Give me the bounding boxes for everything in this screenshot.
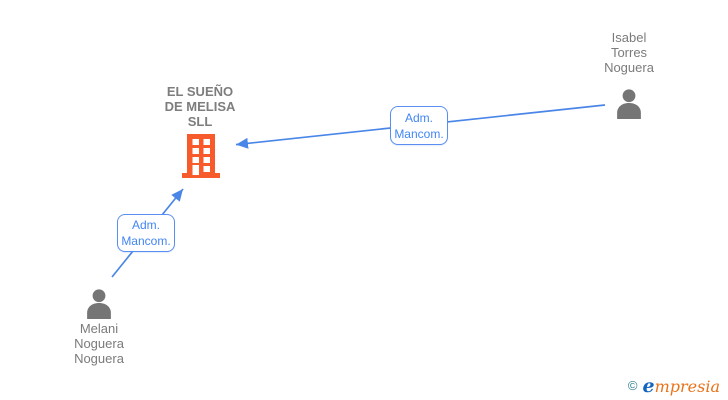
brand-letter-e: e [642, 375, 655, 397]
person-name-melani[interactable]: Melani Noguera Noguera [74, 321, 124, 366]
company-name-label[interactable]: EL SUEÑO DE MELISA SLL [164, 84, 236, 129]
brand-text: mpresia [654, 377, 720, 396]
person-icon-isabel[interactable] [614, 88, 644, 124]
person-icon-melani[interactable] [84, 288, 114, 324]
building-icon[interactable] [180, 133, 222, 184]
person-name-isabel[interactable]: Isabel Torres Noguera [604, 30, 654, 75]
edge-label-adm-mancom-bottom: Adm. Mancom. [117, 214, 175, 252]
empresia-logo: © empresia [628, 375, 720, 397]
copyright-icon: © [627, 378, 638, 393]
edge-label-adm-mancom-top: Adm. Mancom. [390, 106, 448, 145]
